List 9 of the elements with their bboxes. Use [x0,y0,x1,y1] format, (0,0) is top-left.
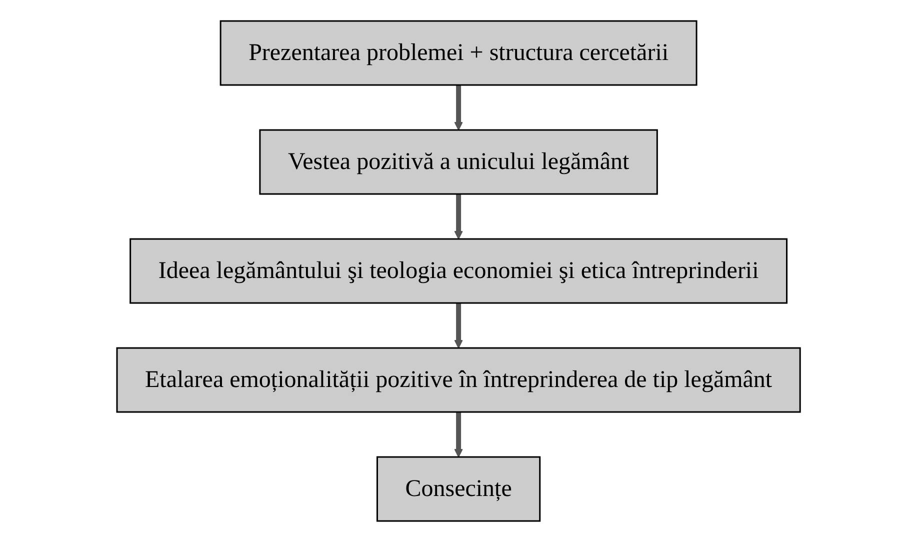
arrow [454,194,464,239]
node-box: Consecințe [376,456,542,522]
node-box: Prezentarea problemei + structura cercetării [220,20,698,86]
node-box: Vestea pozitivă a unicului legământ [260,128,658,194]
node-box: Ideea legământului şi teologia economiei şi etica întreprinderii [130,238,788,304]
node-box: Etalarea emoționalității pozitive în întreprinderea de tip legământ [116,346,802,412]
arrow [454,412,464,457]
arrow [454,84,464,130]
arrow [454,302,464,348]
